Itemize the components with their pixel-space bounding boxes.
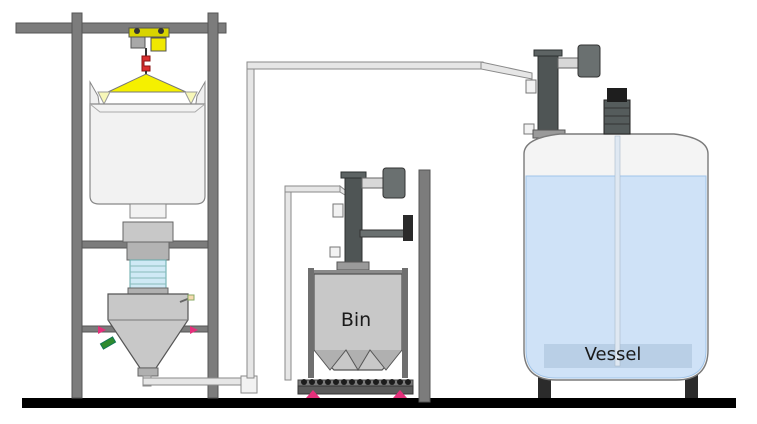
hook-icon — [141, 55, 151, 72]
vibrator-icon — [190, 326, 198, 334]
agitator-motor — [603, 88, 631, 135]
vibrator-icon — [98, 326, 106, 334]
vacuum-receiver-vessel — [523, 44, 601, 139]
spout-clamp — [126, 241, 170, 261]
bulk-bag — [89, 80, 206, 219]
valve-icon — [99, 336, 117, 350]
support-foot-icon — [393, 390, 407, 398]
floor — [22, 398, 736, 408]
discharge-spout — [122, 221, 174, 243]
conical-hopper — [98, 287, 198, 377]
hoist — [107, 27, 187, 93]
trolley-wheel-icon — [158, 28, 164, 34]
vacuum-receiver-bin — [329, 167, 413, 271]
vacuum-conveying-line — [142, 61, 533, 394]
support-foot-icon — [306, 390, 320, 398]
ibc-bin: Bin — [308, 268, 408, 378]
mixing-vessel: Vessel — [523, 133, 709, 398]
vessel-label: Vessel — [585, 344, 642, 365]
flexible-connector — [129, 259, 167, 291]
trolley-wheel-icon — [134, 28, 140, 34]
level-sensor — [187, 294, 195, 301]
bin-support-frame — [418, 169, 431, 403]
agitator-shaft — [614, 135, 621, 367]
bin-label: Bin — [341, 309, 371, 331]
bin-base-conveyor — [297, 379, 414, 398]
